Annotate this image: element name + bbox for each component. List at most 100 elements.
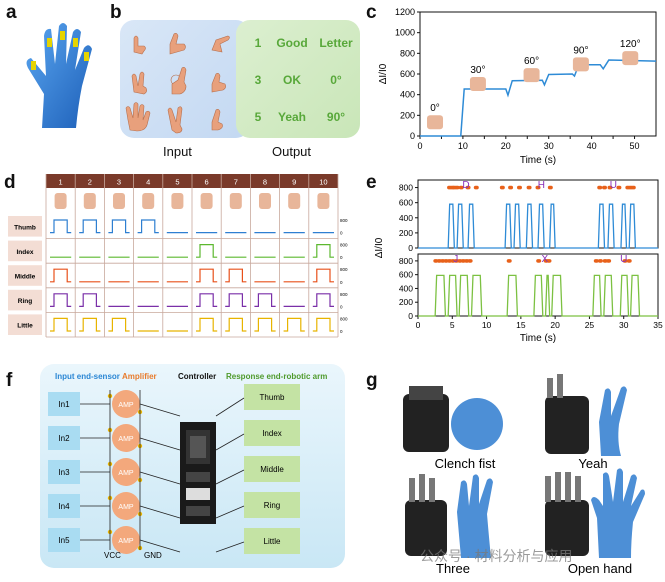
axis-tick-label: 800 xyxy=(340,218,348,223)
col-amp-label: Amplifier xyxy=(122,372,157,381)
amp-circle xyxy=(112,458,140,486)
gesture-caption: Three xyxy=(436,561,470,576)
signal-trace xyxy=(225,317,247,332)
signal-trace xyxy=(225,293,247,307)
signal-trace xyxy=(283,317,305,332)
column-number: 8 xyxy=(263,178,267,187)
morse-dot xyxy=(465,185,471,190)
letter-label: J xyxy=(453,254,458,265)
x-tick-label: 10 xyxy=(458,141,468,151)
gesture-photo xyxy=(317,193,330,209)
panel-e-label: e xyxy=(366,172,377,193)
signal-trace xyxy=(50,317,72,332)
col-ctrl-label: Controller xyxy=(178,372,216,381)
axis-tick-label: 0 xyxy=(340,231,343,236)
morse-dot xyxy=(626,259,632,263)
panel-a-label: a xyxy=(6,2,17,23)
x-tick-label: 35 xyxy=(653,320,663,330)
col-input-label: Input end-sensor xyxy=(55,372,120,381)
output-box xyxy=(244,456,300,482)
column-number: 2 xyxy=(88,178,92,187)
row-label-box xyxy=(8,240,42,262)
letter-label: H xyxy=(538,180,545,191)
morse-dot xyxy=(506,259,512,263)
x-axis-label: Time (s) xyxy=(520,333,556,344)
x-axis-label: Time (s) xyxy=(520,155,556,166)
wire xyxy=(215,433,245,451)
amp-circle xyxy=(112,424,140,452)
output-cell: Letter xyxy=(319,36,353,50)
input-sensor-box xyxy=(48,528,80,552)
angle-annotation: 0° xyxy=(430,103,440,114)
output-cell: 0° xyxy=(330,73,342,87)
row-label-box xyxy=(8,314,42,335)
signal-trace xyxy=(50,293,72,307)
wire xyxy=(139,437,181,451)
y-tick-label: 0 xyxy=(410,131,415,141)
y-tick-label: 200 xyxy=(399,297,413,307)
wire xyxy=(215,469,245,485)
amp-label: AMP xyxy=(118,402,134,409)
angle-annotation: 90° xyxy=(573,45,588,56)
input-sensor-box xyxy=(48,460,80,484)
signal-trace xyxy=(79,293,101,307)
morse-dot xyxy=(597,185,603,190)
column-number: 3 xyxy=(117,178,121,187)
angle-annotation: 60° xyxy=(524,56,539,67)
panel-f-label: f xyxy=(6,370,13,391)
axis-tick-label: 0 xyxy=(340,280,343,285)
input-caption: Input xyxy=(163,144,192,159)
signal-trace xyxy=(312,244,334,258)
signal-trace xyxy=(312,317,334,332)
output-box xyxy=(236,20,360,138)
series-line xyxy=(418,203,658,249)
series-line xyxy=(418,274,658,317)
blue-glove-image xyxy=(26,23,92,128)
x-tick-label: 30 xyxy=(619,320,629,330)
column-number: 6 xyxy=(205,178,209,187)
letter-label: U xyxy=(620,254,627,265)
y-tick-label: 200 xyxy=(400,110,415,120)
signal-trace xyxy=(196,268,218,283)
input-gesture-icons xyxy=(125,33,230,134)
signal-trace xyxy=(79,219,101,234)
wire xyxy=(215,505,245,519)
morse-dot xyxy=(630,185,636,190)
output-cell: 5 xyxy=(255,110,262,124)
wire xyxy=(215,541,245,553)
letter-label: D xyxy=(462,180,469,191)
signal-trace xyxy=(312,268,334,283)
input-sensor-box xyxy=(48,494,80,518)
finger-photo xyxy=(427,115,444,130)
gesture-photo xyxy=(288,193,301,209)
axis-tick-label: 0 xyxy=(340,304,343,309)
x-tick-label: 40 xyxy=(587,141,597,151)
x-tick-label: 10 xyxy=(482,320,492,330)
output-cell: 3 xyxy=(255,73,262,87)
y-axis-label: ΔI/I0 xyxy=(378,63,389,84)
y-tick-label: 1200 xyxy=(395,7,415,17)
gesture-photo xyxy=(142,193,155,209)
input-sensor-box xyxy=(48,426,80,450)
row-label-box xyxy=(8,216,42,237)
input-label: In1 xyxy=(58,400,70,409)
amp-label: AMP xyxy=(118,538,134,545)
y-tick-label: 400 xyxy=(399,213,413,223)
signal-trace xyxy=(254,293,276,307)
letter-label: U xyxy=(610,180,617,191)
y-tick-label: 0 xyxy=(408,311,413,321)
y-tick-label: 200 xyxy=(399,228,413,238)
amp-circle xyxy=(112,390,140,418)
morse-dot xyxy=(597,259,603,263)
input-label: In4 xyxy=(58,502,70,511)
x-tick-label: 50 xyxy=(630,141,640,151)
x-tick-label: 5 xyxy=(450,320,455,330)
signal-trace xyxy=(312,293,334,307)
gnd-label: GND xyxy=(144,551,162,560)
angle-annotation: 120° xyxy=(620,39,641,50)
amp-label: AMP xyxy=(118,470,134,477)
gesture-photo xyxy=(113,193,125,209)
gesture-photo xyxy=(259,193,271,209)
x-tick-label: 25 xyxy=(585,320,595,330)
amp-circle xyxy=(112,492,140,520)
